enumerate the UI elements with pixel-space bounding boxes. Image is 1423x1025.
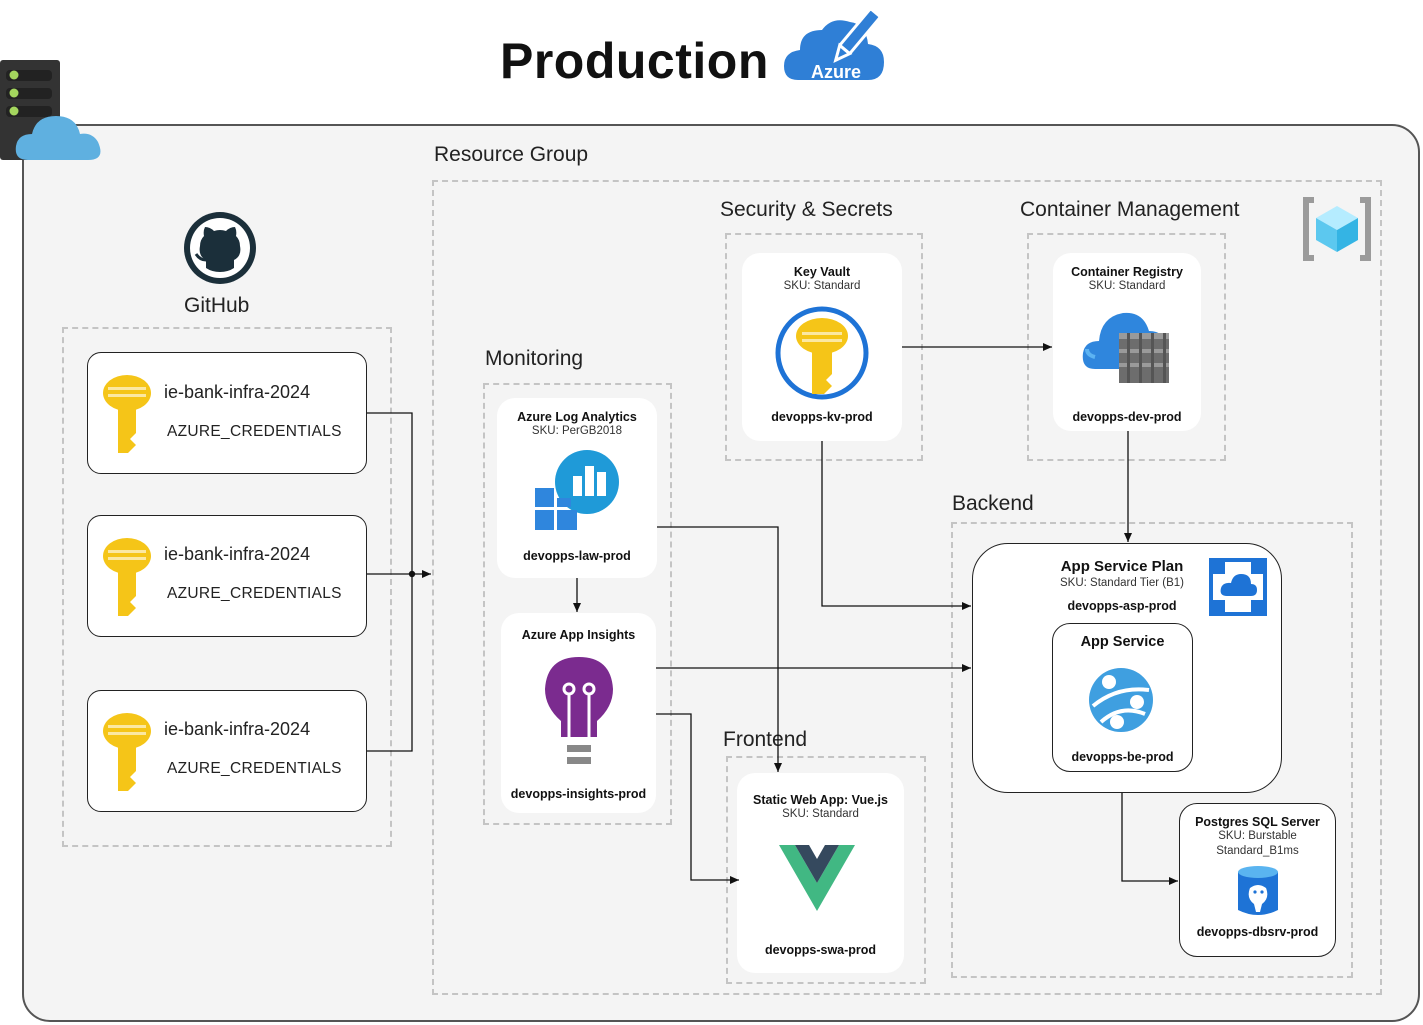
github-secret-card: ie-bank-infra-2024 AZURE_CREDENTIALS xyxy=(87,515,367,637)
log-analytics-icon xyxy=(535,450,619,530)
static-web-app-sku: SKU: Standard xyxy=(782,808,859,820)
app-insights-name: devopps-insights-prod xyxy=(510,787,647,801)
app-service-plan-icon xyxy=(1209,558,1267,616)
app-service-plan-name: devopps-asp-prod xyxy=(1067,599,1177,613)
cloud-server-icon xyxy=(0,60,101,160)
container-registry-sku: SKU: Standard xyxy=(1088,280,1166,292)
page-title: Production xyxy=(500,33,769,89)
container-registry-card: Container Registry SKU: Standard devopps… xyxy=(1053,253,1201,431)
container-group-label: Container Management xyxy=(1020,198,1240,221)
app-service-plan-card: App Service Plan SKU: Standard Tier (B1)… xyxy=(972,543,1282,793)
backend-group xyxy=(951,522,1353,978)
key-icon xyxy=(103,375,151,453)
github-secret-card: ie-bank-infra-2024 AZURE_CREDENTIALS xyxy=(87,352,367,474)
secret-credential-name: AZURE_CREDENTIALS xyxy=(167,423,342,440)
secret-credential-name: AZURE_CREDENTIALS xyxy=(167,585,342,602)
app-service-plan-title: App Service Plan xyxy=(1060,558,1184,575)
postgres-card: Postgres SQL Server SKU: Burstable Stand… xyxy=(1179,803,1336,957)
github-secret-card: ie-bank-infra-2024 AZURE_CREDENTIALS xyxy=(87,690,367,812)
azure-cloud-pencil-icon: Azure xyxy=(784,7,884,82)
github-icon xyxy=(184,212,256,284)
frontend-group xyxy=(726,756,926,984)
secret-repo-name: ie-bank-infra-2024 xyxy=(164,382,311,402)
app-service-name: devopps-be-prod xyxy=(1071,750,1174,764)
monitoring-group xyxy=(483,383,672,825)
github-secrets-group xyxy=(62,327,392,847)
postgres-sku-tier: Standard_B1ms xyxy=(1216,845,1299,857)
github-label: GitHub xyxy=(184,294,250,317)
key-vault-card: Key Vault SKU: Standard devopps-kv-prod xyxy=(742,253,902,441)
app-service-title: App Service xyxy=(1080,634,1165,650)
monitoring-group-label: Monitoring xyxy=(485,347,584,370)
postgres-sku: SKU: Burstable xyxy=(1218,830,1297,842)
key-vault-name: devopps-kv-prod xyxy=(771,410,873,424)
app-service-icon xyxy=(1089,668,1153,732)
frontend-group-label: Frontend xyxy=(723,728,808,751)
key-vault-icon xyxy=(775,306,869,400)
log-analytics-card: Azure Log Analytics SKU: PerGB2018 devop… xyxy=(497,398,657,578)
vue-icon xyxy=(779,845,855,911)
postgres-icon xyxy=(1238,866,1278,915)
static-web-app-title: Static Web App: Vue.js xyxy=(753,793,888,807)
static-web-app-name: devopps-swa-prod xyxy=(764,943,877,957)
log-analytics-title: Azure Log Analytics xyxy=(517,410,637,424)
postgres-name: devopps-dbsrv-prod xyxy=(1196,925,1319,939)
app-service-plan-sku: SKU: Standard Tier (B1) xyxy=(1060,577,1184,589)
app-insights-icon xyxy=(545,657,613,764)
log-analytics-sku: SKU: PerGB2018 xyxy=(531,425,623,437)
app-insights-title: Azure App Insights xyxy=(521,628,636,642)
azure-badge-text: Azure xyxy=(811,62,861,82)
log-analytics-name: devopps-law-prod xyxy=(523,549,631,563)
security-group-label: Security & Secrets xyxy=(720,198,893,221)
static-web-app-card: Static Web App: Vue.js SKU: Standard dev… xyxy=(737,773,904,973)
resource-group xyxy=(432,180,1382,995)
key-vault-title: Key Vault xyxy=(793,265,851,279)
app-insights-card: Azure App Insights devopps-insights-prod xyxy=(501,613,656,813)
resource-group-label: Resource Group xyxy=(434,143,589,166)
container-registry-title: Container Registry xyxy=(1071,265,1183,279)
secret-repo-name: ie-bank-infra-2024 xyxy=(164,719,311,739)
key-vault-sku: SKU: Standard xyxy=(783,280,861,292)
container-registry-icon xyxy=(1082,312,1169,383)
secret-credential-name: AZURE_CREDENTIALS xyxy=(167,760,342,777)
app-service-card: App Service devopps-be-prod xyxy=(1052,623,1193,772)
backend-group-label: Backend xyxy=(952,492,1034,515)
key-icon xyxy=(103,713,151,791)
secret-repo-name: ie-bank-infra-2024 xyxy=(164,544,311,564)
key-icon xyxy=(103,538,151,616)
postgres-title: Postgres SQL Server xyxy=(1195,815,1320,829)
container-registry-name: devopps-dev-prod xyxy=(1072,410,1182,424)
resource-group-icon xyxy=(1303,197,1371,261)
